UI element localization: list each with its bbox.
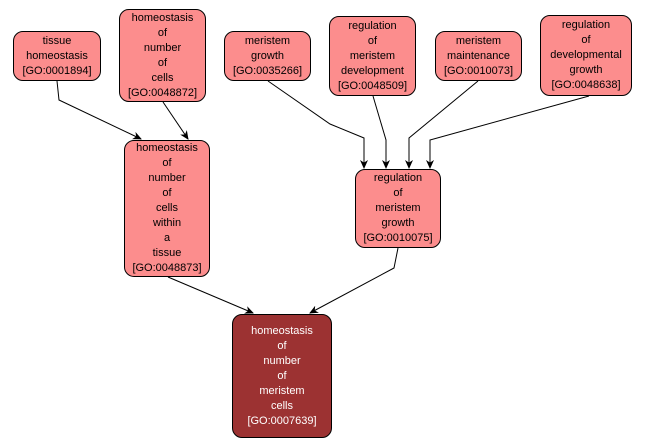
node-label-line: homeostasis: [136, 142, 198, 154]
node-label-line: [GO:0035266]: [232, 64, 303, 77]
node-label-line: of: [393, 187, 403, 199]
node-label-line: cells: [155, 202, 178, 214]
go-term-node-go-0001894[interactable]: tissue homeostasis [GO:0001894]: [13, 31, 101, 81]
node-label-line: number: [263, 354, 301, 367]
node-label-line: growth: [250, 49, 285, 62]
edge-go-0001894-to-go-0048873: [56, 80, 142, 140]
go-term-node-go-0010075[interactable]: regulation of meristem growth [GO:0010075]: [355, 169, 441, 248]
node-label-line: developmental: [550, 49, 622, 61]
node-label-line: growth: [569, 64, 603, 76]
node-label-line: cells: [270, 399, 293, 412]
node-label-line: of: [581, 34, 591, 46]
edge-go-0010073-to-go-0010075: [405, 80, 479, 169]
node-label-line: meristem: [244, 34, 291, 47]
node-label-line: growth: [381, 217, 415, 229]
edge-go-0035266-to-go-0010075: [267, 80, 368, 169]
node-label-line: of: [157, 56, 168, 69]
node-label-line: meristem: [349, 49, 396, 62]
node-label-line: homeostasis: [131, 11, 194, 24]
go-term-node-go-0048509[interactable]: regulation of meristem development [GO:00485…: [329, 16, 416, 96]
node-label-line: of: [277, 369, 287, 382]
go-term-node-go-0048638[interactable]: regulation of developmental growth [GO:00486…: [540, 15, 632, 96]
go-term-node-go-0010073[interactable]: meristem maintenance [GO:0010073]: [435, 31, 522, 81]
node-label-line: number: [148, 172, 186, 184]
node-label-line: maintenance: [447, 49, 510, 62]
node-label-line: homeostasis: [251, 324, 313, 337]
node-label-line: [GO:0048509]: [337, 79, 408, 92]
node-label-line: [GO:0001894]: [22, 64, 92, 77]
go-term-node-go-0007639[interactable]: homeostasis of number of meristem cells [GO:00…: [232, 314, 332, 438]
node-label-line: tissue: [42, 34, 72, 47]
edge-go-0048638-to-go-0010075: [426, 95, 590, 169]
node-label-line: of: [162, 187, 172, 199]
node-label-line: [GO:0048872]: [127, 86, 198, 99]
node-label-line: [GO:0010075]: [363, 232, 433, 244]
node-label-line: regulation: [373, 172, 423, 184]
node-label-line: number: [143, 41, 182, 54]
node-label-line: meristem: [455, 34, 502, 47]
node-label-line: of: [157, 26, 168, 39]
node-label-line: [GO:0007639]: [247, 414, 317, 427]
go-term-node-go-0048873[interactable]: homeostasis of number of cells within a tissue […: [124, 140, 210, 277]
go-term-node-go-0035266[interactable]: meristem growth [GO:0035266]: [224, 31, 311, 81]
node-label-line: meristem: [259, 384, 305, 397]
edge-go-0048872-to-go-0048873: [162, 101, 189, 140]
go-term-node-go-0048872[interactable]: homeostasis of number of cells [GO:0048872]: [119, 9, 206, 102]
node-label-line: [GO:0010073]: [443, 64, 514, 77]
node-label-line: development: [341, 64, 404, 77]
node-label-line: regulation: [561, 19, 611, 31]
node-label-line: meristem: [375, 202, 421, 214]
node-label-line: homeostasis: [26, 49, 88, 62]
node-label-line: within: [152, 217, 182, 229]
node-label-line: tissue: [152, 247, 182, 259]
node-label-line: of: [162, 157, 172, 169]
node-label-line: [GO:0048873]: [132, 262, 202, 274]
node-label-line: cells: [151, 71, 174, 84]
node-label-line: of: [277, 339, 287, 352]
node-label-line: regulation: [348, 19, 397, 32]
relationship-arrows: [56, 80, 590, 314]
edge-go-0010075-to-go-0007639: [309, 247, 399, 314]
edge-go-0048873-to-go-0007639: [167, 276, 254, 314]
node-label-line: [GO:0048638]: [551, 79, 621, 91]
node-label-line: a: [163, 232, 171, 244]
node-label-line: of: [367, 34, 378, 47]
edge-go-0048509-to-go-0010075: [372, 95, 390, 169]
